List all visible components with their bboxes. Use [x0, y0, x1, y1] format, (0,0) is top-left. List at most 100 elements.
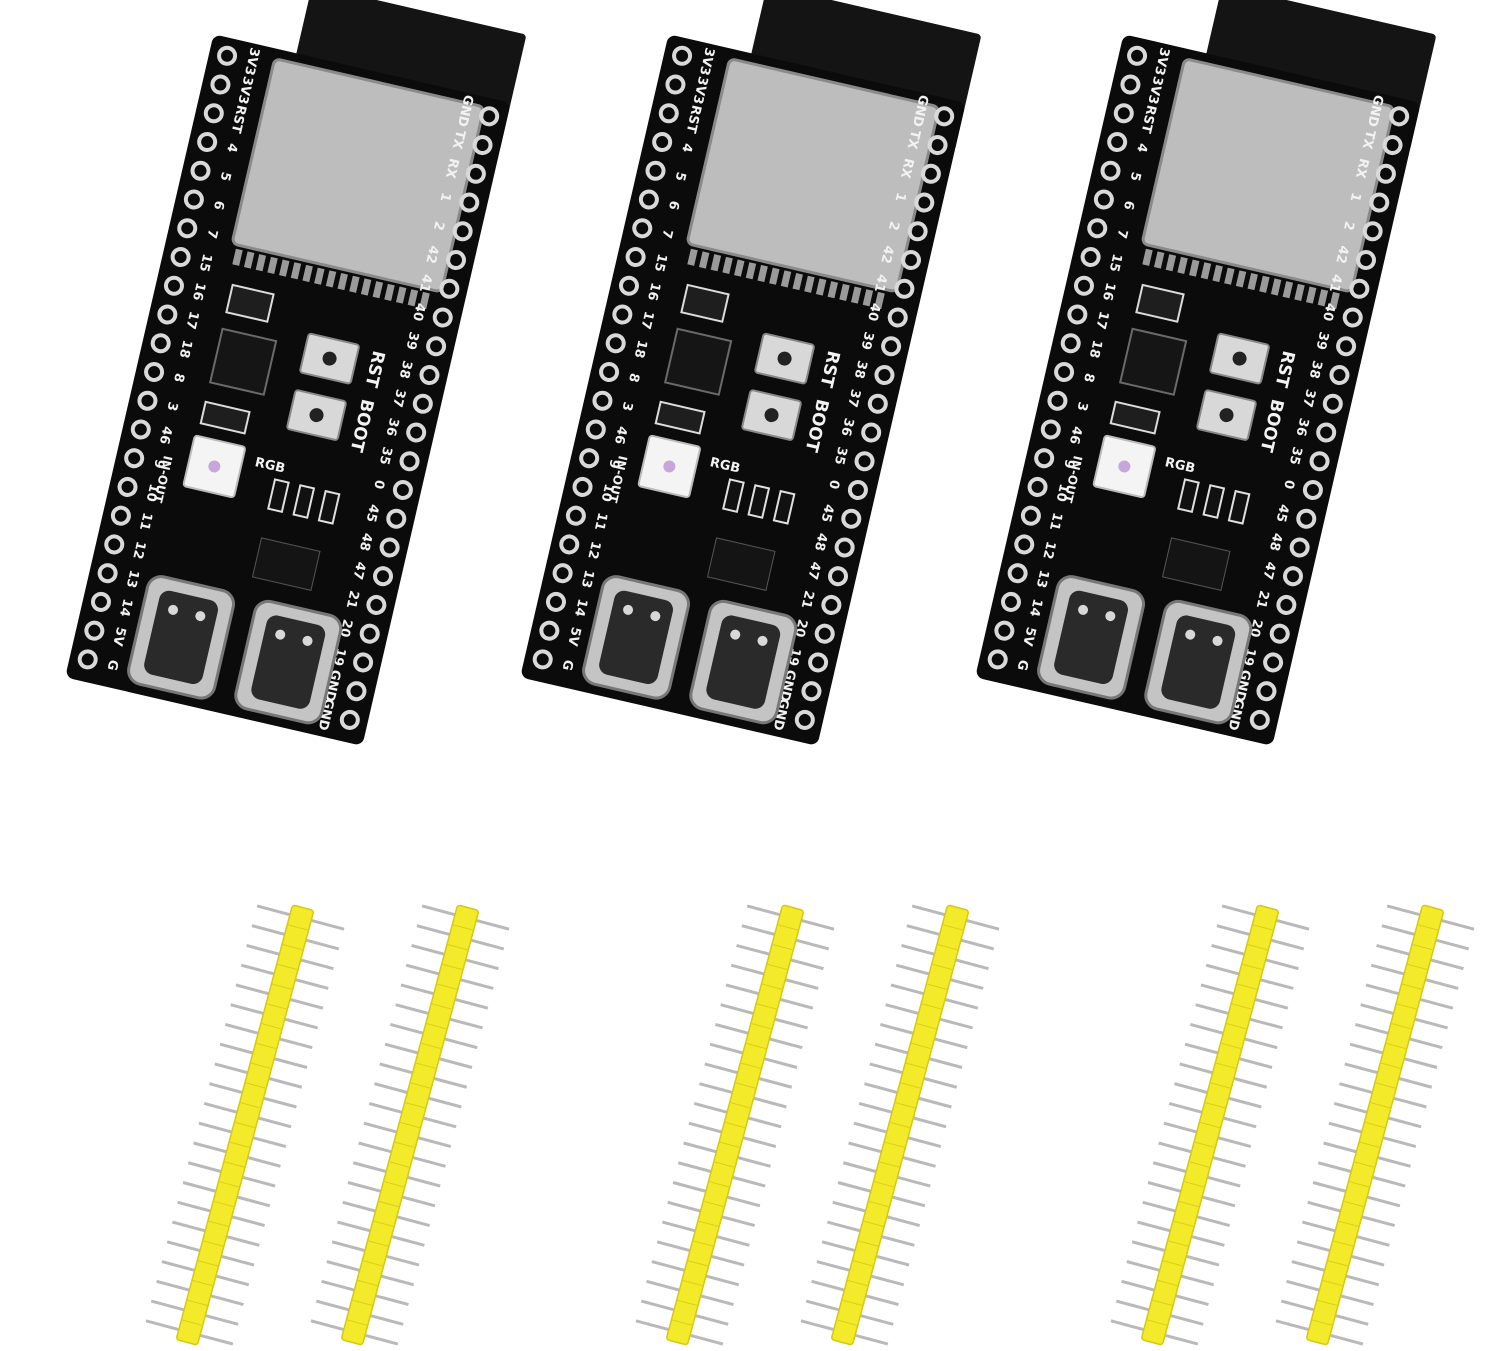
pin-pad: [124, 448, 145, 469]
module-pad: [337, 273, 348, 291]
pin-pad: [210, 74, 231, 95]
pin-label: 41: [871, 273, 890, 294]
pin-pad: [552, 563, 573, 584]
header-segment-divider: [197, 1259, 219, 1267]
pin-label: 3V3: [1151, 46, 1172, 77]
module-pad: [850, 286, 862, 304]
header-segment-divider: [1343, 1200, 1365, 1208]
pin-pad: [445, 250, 466, 271]
pin-pad: [183, 189, 204, 210]
pin-pad: [472, 135, 493, 156]
pin-label: 13: [578, 568, 597, 589]
dev-board: 3V33V3RST4567151617188346910111213145VGG…: [976, 0, 1436, 745]
pin-label: 40: [1319, 301, 1338, 322]
module-pad: [827, 281, 839, 299]
module-pad: [1200, 262, 1212, 280]
button-plunger: [764, 408, 779, 423]
button-plunger: [309, 408, 324, 423]
header-segment-divider: [1225, 1022, 1248, 1030]
pin-label: 39: [1312, 330, 1331, 351]
pin-pad: [399, 451, 420, 472]
module-pad: [1235, 270, 1247, 288]
pin-pad: [1113, 103, 1134, 124]
pin-pad: [632, 218, 653, 239]
pin-pad: [599, 361, 620, 382]
header-segment-divider: [1151, 1299, 1174, 1307]
smd-resistor: [772, 489, 796, 525]
usb-mount-hole: [623, 604, 634, 615]
header-segment-divider: [761, 983, 783, 991]
header-segment-divider: [415, 1062, 437, 1070]
header-segment-divider: [1358, 1141, 1381, 1149]
header-segment-divider: [868, 1200, 890, 1208]
header-segment-divider: [1364, 1121, 1386, 1129]
header-segment-divider: [1188, 1161, 1211, 1168]
header-segment-divider: [926, 983, 948, 991]
pin-pad: [579, 448, 600, 469]
header-segment-divider: [905, 1062, 927, 1070]
pin-label: G: [559, 658, 576, 672]
header-segment-divider: [1236, 983, 1258, 991]
module-pad: [384, 283, 395, 301]
pin-pad: [565, 505, 586, 526]
header-segment-divider: [771, 943, 794, 951]
pin-label: 39: [402, 330, 421, 351]
pin-pad: [1007, 563, 1028, 584]
pin-label: 15: [651, 252, 670, 273]
pin-pad: [1289, 537, 1310, 558]
pin-pad: [1296, 508, 1317, 529]
header-segment-divider: [1204, 1101, 1227, 1109]
header-segment-divider: [250, 1062, 272, 1070]
pin-pad: [658, 103, 679, 124]
module-pad: [1165, 254, 1177, 272]
pin-pad: [1027, 476, 1048, 497]
header-segment-divider: [931, 963, 954, 971]
header-segment-divider: [1311, 1319, 1333, 1326]
header-segment-divider: [260, 1022, 283, 1030]
header-segment-divider: [740, 1062, 762, 1070]
dev-board: 3V33V3RST4567151617188346910111213145VGG…: [66, 0, 526, 745]
header-segment-divider: [218, 1180, 240, 1188]
pin-pad: [366, 594, 387, 615]
pin-pad: [197, 132, 218, 153]
pin-label: 0: [370, 478, 387, 490]
pin-label: 18: [631, 338, 650, 359]
pin-pad: [1093, 189, 1114, 210]
pin-pad: [1054, 361, 1075, 382]
header-segment-divider: [1209, 1082, 1232, 1089]
dev-board: 3V33V3RST4567151617188346910111213145VGG…: [521, 0, 981, 745]
header-segment-divider: [1411, 943, 1434, 951]
pin-label: 1: [1347, 191, 1364, 203]
header-segment-divider: [936, 943, 959, 951]
module-pad: [1270, 278, 1282, 296]
pin-label: RX: [1352, 157, 1371, 180]
pin-pad: [346, 681, 367, 702]
module-pad: [232, 248, 243, 266]
pin-label: 42: [877, 244, 896, 265]
pin-pad: [170, 246, 191, 267]
pin-pad: [900, 250, 921, 271]
pin-label: RX: [442, 157, 461, 180]
header-segment-divider: [271, 983, 293, 991]
header-segment-divider: [1231, 1003, 1253, 1010]
pin-label: 12: [1039, 540, 1058, 561]
pin-pad: [372, 566, 393, 587]
module-pad: [769, 267, 780, 285]
pin-label: 4: [678, 142, 695, 154]
header-segment-divider: [777, 924, 799, 931]
pin-label: 9: [150, 458, 167, 470]
pin-label: 16: [644, 281, 663, 302]
pin-pad: [847, 479, 868, 500]
ldo-chip: [1118, 327, 1188, 396]
pin-pad: [887, 307, 908, 328]
smd-resistor: [1177, 478, 1200, 514]
pin-label: 38: [396, 359, 415, 380]
pin-pad: [1349, 278, 1370, 299]
pin-header-strip: [635, 904, 835, 1346]
pin-label: TX: [904, 129, 923, 151]
pin-label: 38: [851, 359, 870, 380]
header-segment-divider: [750, 1022, 773, 1030]
pin-pad: [585, 419, 606, 440]
module-pad: [302, 264, 313, 283]
